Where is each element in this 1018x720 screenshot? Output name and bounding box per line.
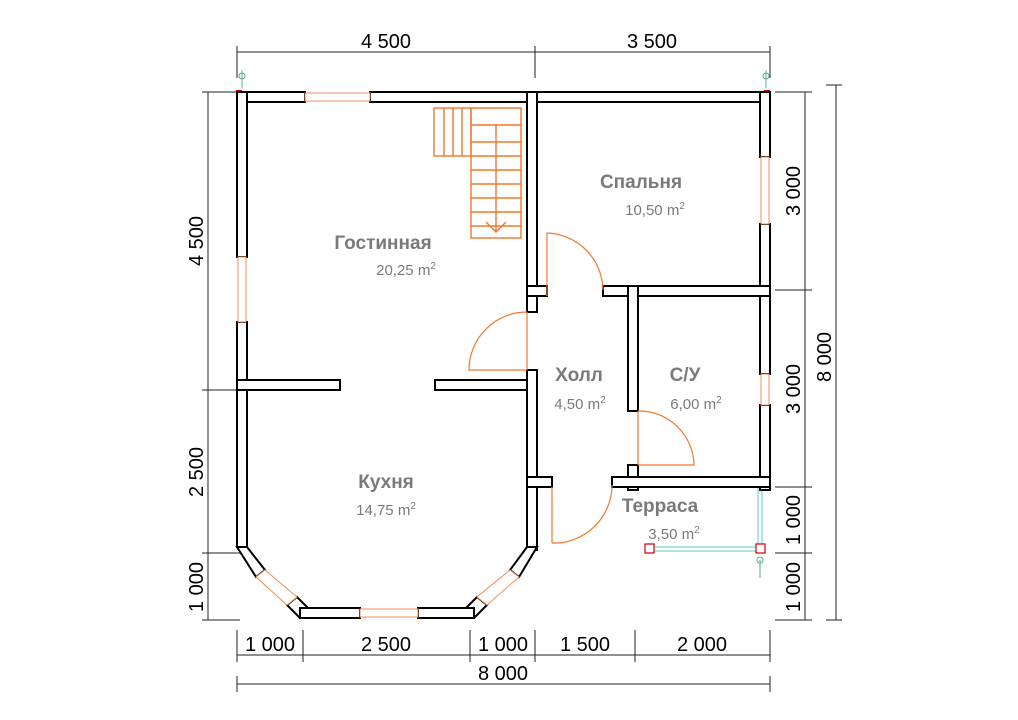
dim-right-3: 1 000 [783, 495, 805, 545]
staircase [433, 107, 522, 239]
dim-bottom-2: 2 500 [361, 634, 411, 656]
room-bedroom-area: 10,50 m2 [625, 201, 685, 219]
doors [468, 232, 695, 544]
terrace-railing [644, 487, 766, 578]
windows [237, 92, 770, 618]
dim-left-1: 4 500 [186, 216, 208, 266]
window-left [237, 256, 247, 323]
room-living-name: Гостинная [334, 233, 431, 254]
window-bath [760, 373, 770, 406]
room-hall-name: Холл [555, 365, 603, 386]
room-bath-name: С/У [670, 365, 701, 386]
window-bedroom [760, 156, 770, 225]
window-kitchen-bottom [359, 608, 419, 618]
dim-bottom-5: 2 000 [677, 634, 727, 656]
dim-bottom-1: 1 000 [245, 634, 295, 656]
dim-right-2: 3 000 [783, 364, 805, 414]
dimension-labels: 4 500 3 500 4 500 2 500 1 000 3 000 3 00… [186, 31, 836, 685]
room-bath-area: 6,00 m2 [670, 395, 722, 413]
window-kitchen-bay-right [476, 569, 520, 606]
room-living-area: 20,25 m2 [376, 261, 436, 279]
dim-bottom-total: 8 000 [478, 663, 528, 685]
dim-right-total: 8 000 [814, 332, 836, 382]
window-top [304, 92, 371, 102]
room-hall-area: 4,50 m2 [554, 395, 606, 413]
dim-bottom-4: 1 500 [560, 634, 610, 656]
dim-left-2: 2 500 [186, 447, 208, 497]
room-kitchen-area: 14,75 m2 [356, 501, 416, 519]
dim-right-1: 3 000 [783, 166, 805, 216]
dimension-lines [202, 46, 842, 692]
window-kitchen-bay-left [255, 569, 298, 606]
dim-right-4: 1 000 [783, 562, 805, 612]
dim-bottom-3: 1 000 [478, 634, 528, 656]
room-labels: Гостинная 20,25 m2 Спальня 10,50 m2 Холл… [334, 172, 722, 543]
dim-top-1: 4 500 [361, 31, 411, 53]
dim-top-2: 3 500 [627, 31, 677, 53]
room-terrace-name: Терраса [622, 496, 699, 517]
dim-left-3: 1 000 [186, 562, 208, 612]
room-bedroom-name: Спальня [600, 172, 682, 193]
room-terrace-area: 3,50 m2 [648, 525, 700, 543]
room-kitchen-name: Кухня [358, 472, 414, 493]
